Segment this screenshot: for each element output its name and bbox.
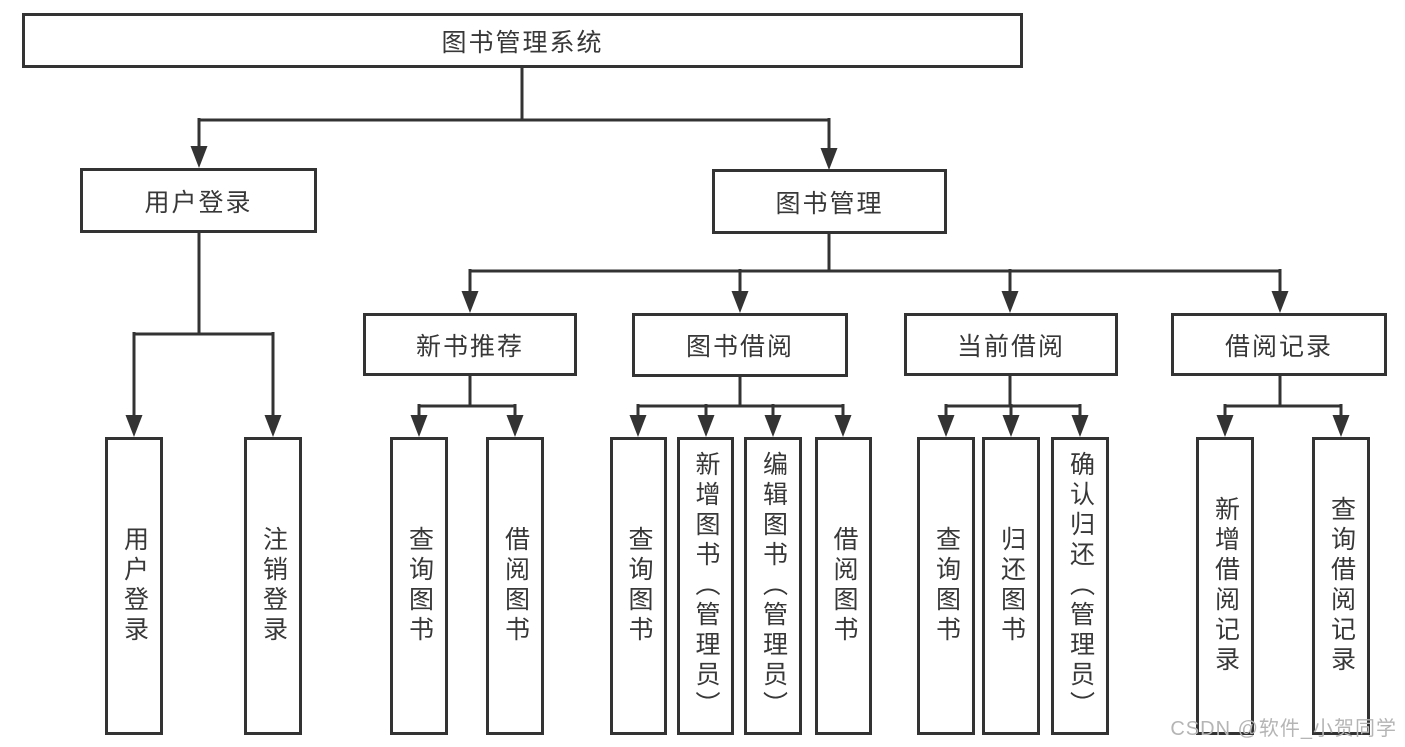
leaf-return-books: 归还图书 (982, 437, 1040, 735)
leaf-confirm-return-admin-label: 确认归还（管理员） (1066, 451, 1095, 721)
leaf-add-borrow-record-label: 新增借阅记录 (1211, 496, 1240, 676)
leaf-query-books-current-label: 查询图书 (932, 526, 961, 646)
leaf-borrow-books-recommend-label: 借阅图书 (501, 526, 530, 646)
leaf-add-borrow-record: 新增借阅记录 (1196, 437, 1254, 735)
leaf-query-books-borrowing: 查询图书 (610, 437, 667, 735)
leaf-query-books-recommend-label: 查询图书 (405, 526, 434, 646)
node-new-book-recommend: 新书推荐 (363, 313, 577, 376)
leaf-query-borrow-record: 查询借阅记录 (1312, 437, 1370, 735)
leaf-query-books-recommend: 查询图书 (390, 437, 448, 735)
node-current-borrowing: 当前借阅 (904, 313, 1118, 376)
leaf-borrow-books-recommend: 借阅图书 (486, 437, 544, 735)
node-book-management: 图书管理 (712, 169, 947, 234)
leaf-confirm-return-admin: 确认归还（管理员） (1051, 437, 1109, 735)
leaf-user-login: 用户登录 (105, 437, 163, 735)
leaf-logout: 注销登录 (244, 437, 302, 735)
leaf-add-books-admin-label: 新增图书（管理员） (692, 451, 720, 721)
node-book-management-label: 图书管理 (775, 189, 884, 218)
node-root-system: 图书管理系统 (22, 13, 1023, 68)
node-borrowing-records: 借阅记录 (1171, 313, 1387, 376)
node-book-borrowing-label: 图书借阅 (685, 333, 794, 361)
leaf-logout-label: 注销登录 (259, 526, 288, 646)
node-new-book-recommend-label: 新书推荐 (415, 332, 524, 361)
csdn-watermark: CSDN @软件_小贺同学 (1170, 718, 1397, 740)
leaf-borrow-books-label: 借阅图书 (830, 526, 858, 646)
node-user-login: 用户登录 (80, 168, 317, 233)
leaf-user-login-label: 用户登录 (120, 526, 149, 646)
leaf-query-borrow-record-label: 查询借阅记录 (1327, 496, 1356, 676)
leaf-return-books-label: 归还图书 (997, 526, 1026, 646)
node-borrowing-records-label: 借阅记录 (1224, 332, 1333, 361)
leaf-borrow-books: 借阅图书 (815, 437, 872, 735)
arrowheads (125, 146, 1350, 437)
leaf-query-books-borrowing-label: 查询图书 (625, 526, 653, 646)
leaf-query-books-current: 查询图书 (917, 437, 975, 735)
node-book-borrowing: 图书借阅 (632, 313, 848, 377)
leaf-add-books-admin: 新增图书（管理员） (677, 437, 734, 735)
leaf-edit-books-admin: 编辑图书（管理员） (744, 437, 802, 735)
node-root-system-label: 图书管理系统 (441, 28, 604, 57)
node-current-borrowing-label: 当前借阅 (956, 332, 1065, 361)
node-user-login-label: 用户登录 (144, 188, 253, 217)
leaf-edit-books-admin-label: 编辑图书（管理员） (759, 451, 788, 721)
